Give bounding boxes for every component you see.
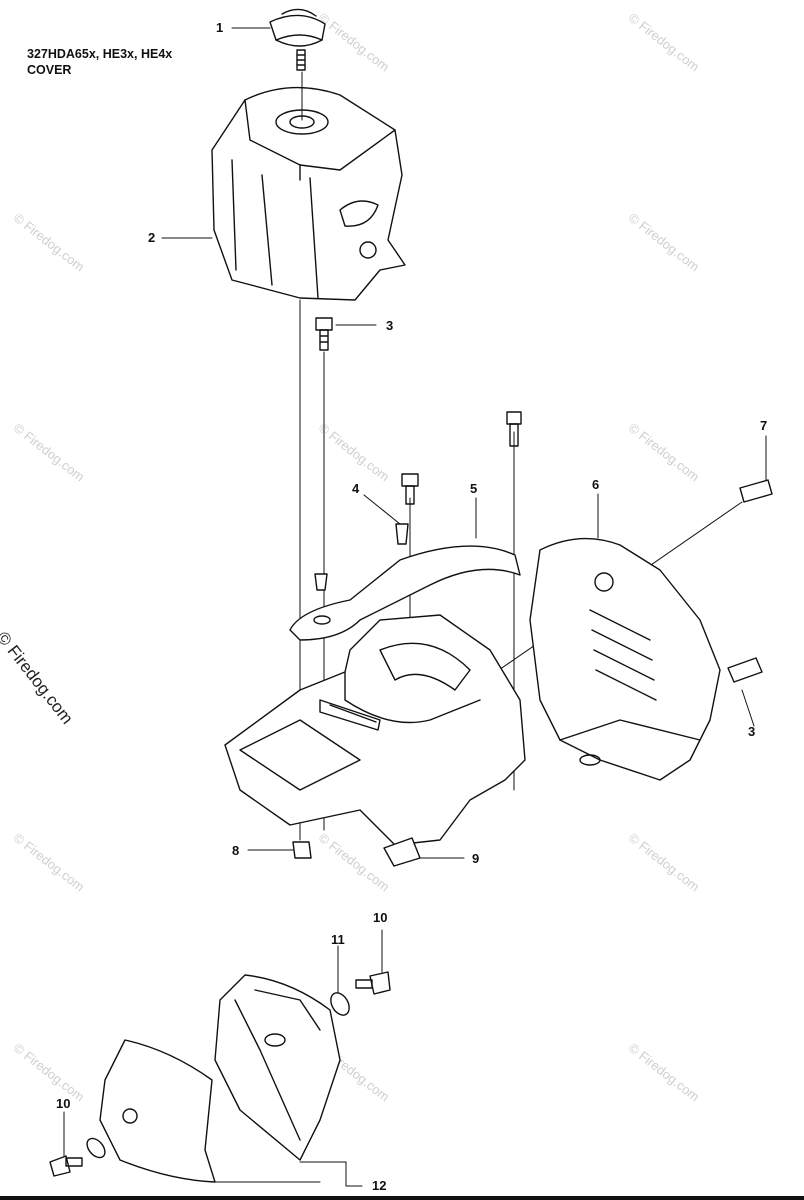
callout-8: 8 xyxy=(232,843,240,858)
callout-4: 4 xyxy=(352,481,360,496)
part-screw-10-right xyxy=(355,971,391,995)
part-screw-upper xyxy=(315,317,333,351)
callout-6: 6 xyxy=(592,477,600,492)
part-screw-10-left xyxy=(49,1155,83,1177)
part-main-housing xyxy=(224,614,526,846)
model-label: 327HDA65x, HE3x, HE4x xyxy=(27,47,173,61)
callout-1: 1 xyxy=(216,20,224,35)
part-knob xyxy=(269,8,326,71)
part-screws-middle xyxy=(314,411,773,683)
callout-11: 11 xyxy=(331,932,345,947)
part-top-cover xyxy=(211,86,406,301)
callout-3: 3 xyxy=(386,318,394,333)
section-label: COVER xyxy=(27,63,72,77)
part-oring-11 xyxy=(330,992,350,1016)
callout-7: 7 xyxy=(760,418,768,433)
callout-3-lower: 3 xyxy=(748,724,756,739)
part-handle xyxy=(289,545,521,641)
callout-10-lower: 10 xyxy=(56,1096,71,1111)
callout-5: 5 xyxy=(470,481,478,496)
part-nut xyxy=(292,841,312,859)
callout-9: 9 xyxy=(472,851,480,866)
part-side-shroud xyxy=(529,537,721,781)
part-oring-left xyxy=(86,1137,106,1159)
callout-10-upper: 10 xyxy=(373,910,388,925)
bottom-rule xyxy=(0,1196,804,1200)
part-filter-cover xyxy=(99,1039,216,1183)
callout-12: 12 xyxy=(372,1178,387,1193)
part-filter-housing xyxy=(214,974,341,1161)
callout-2: 2 xyxy=(148,230,156,245)
diagram-title: 327HDA65x, HE3x, HE4x COVER xyxy=(27,46,172,78)
